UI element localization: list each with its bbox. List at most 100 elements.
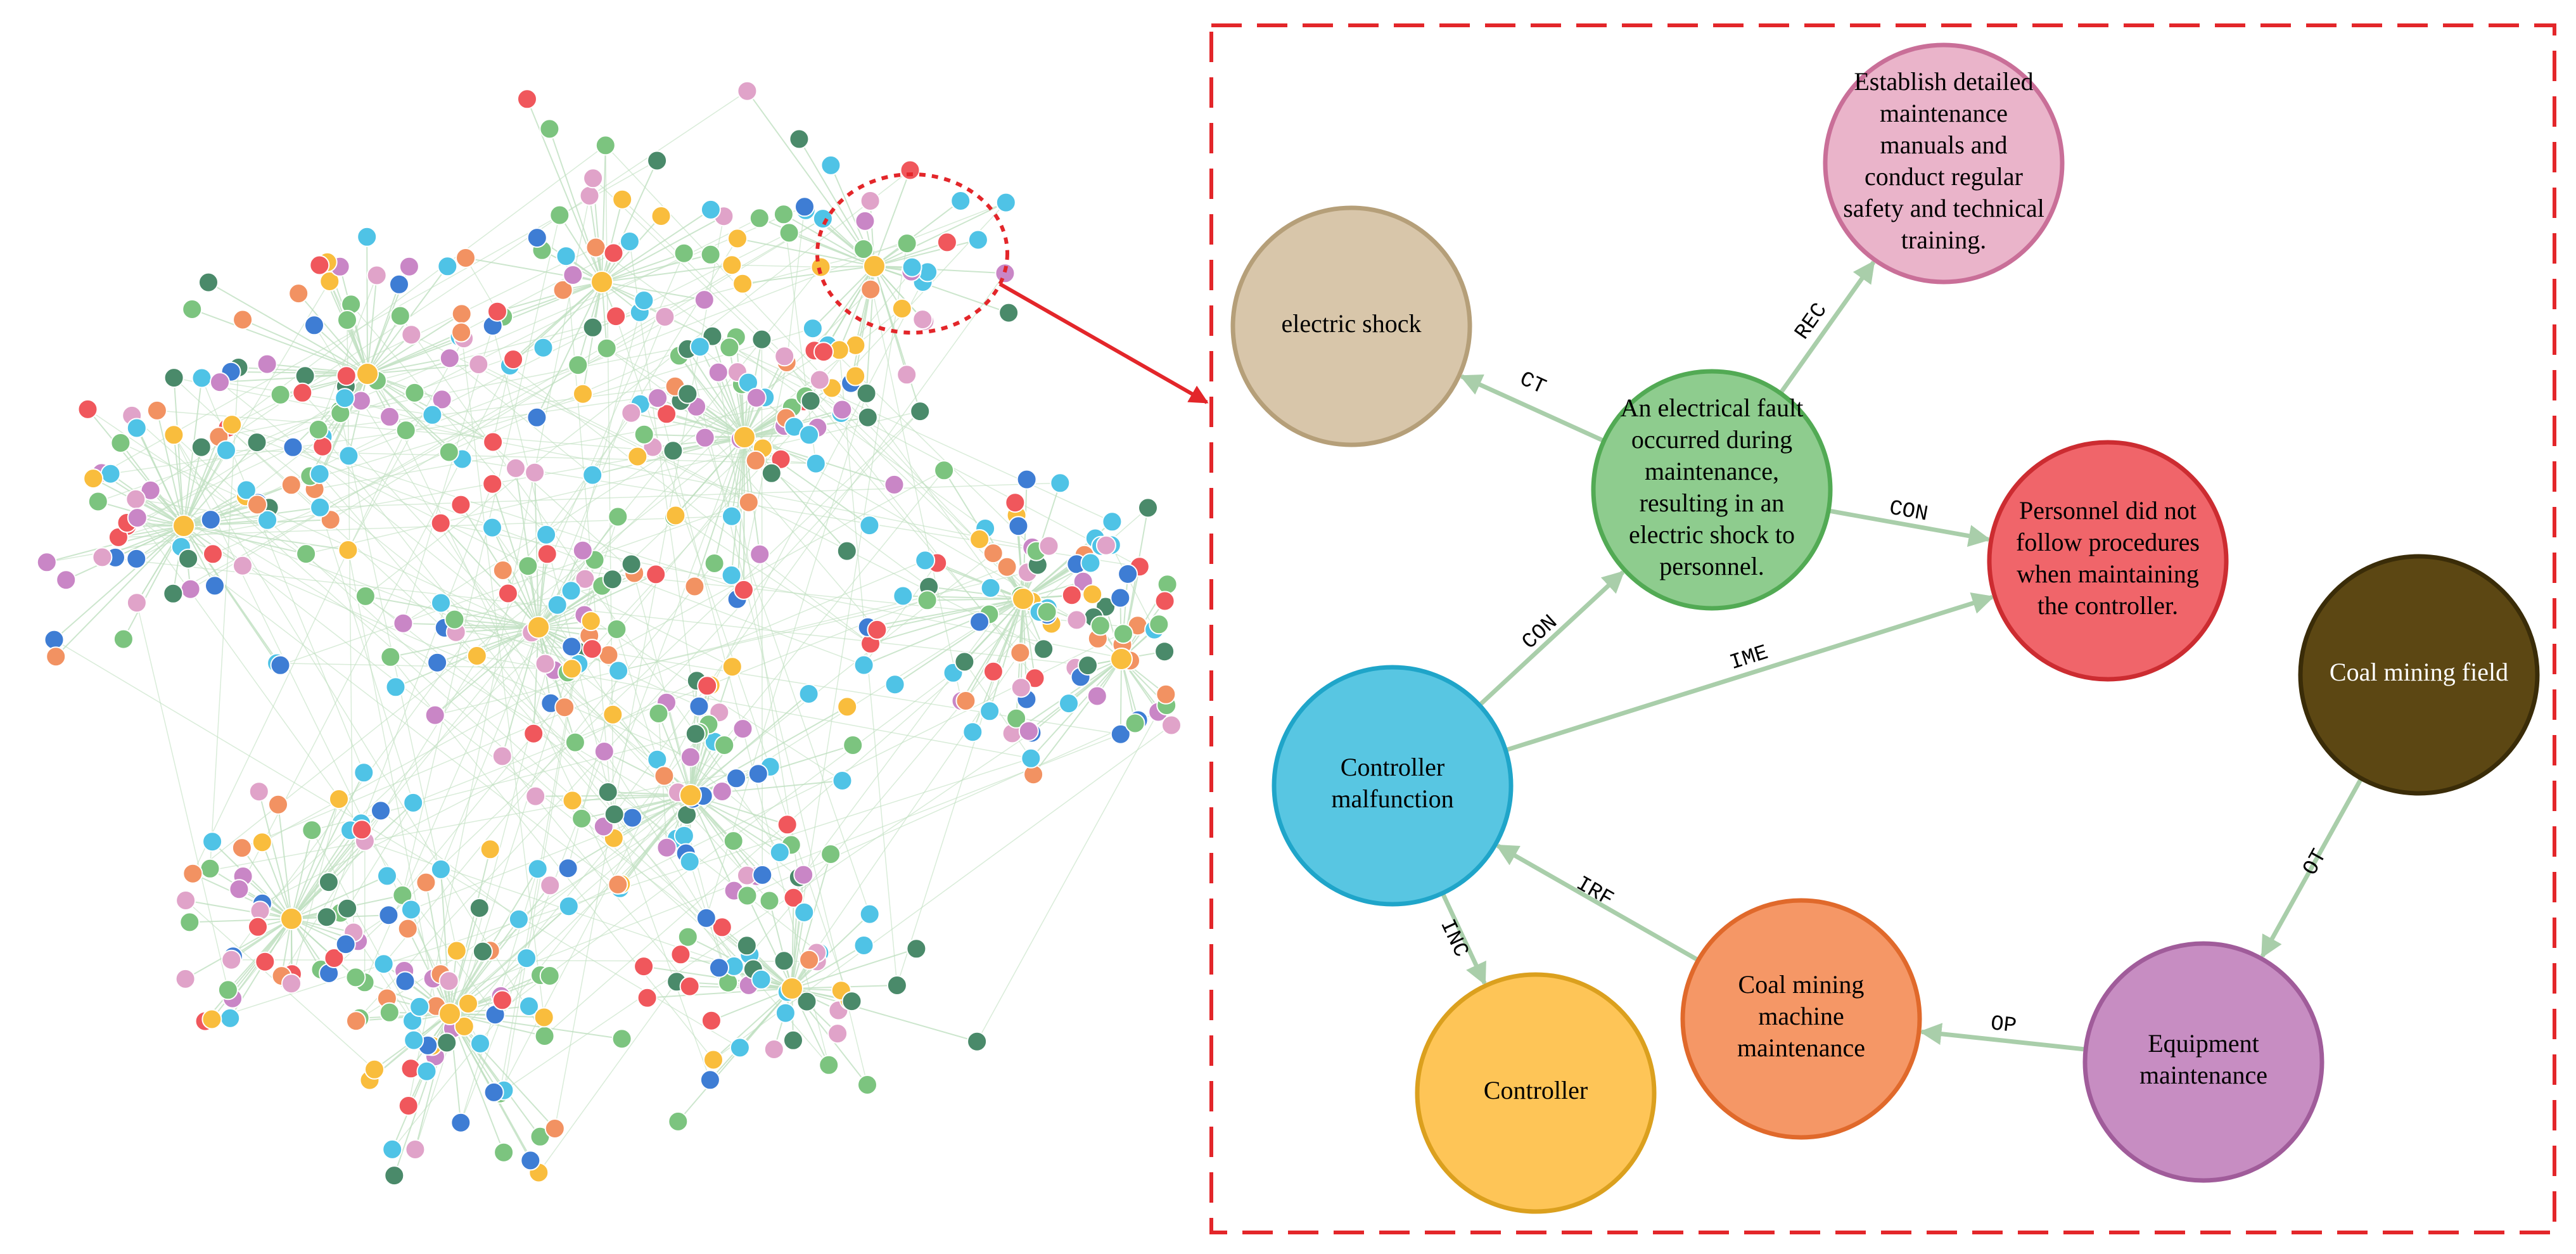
overview-node	[539, 966, 560, 986]
overview-node	[656, 837, 677, 858]
overview-nodes	[36, 80, 1182, 1186]
overview-node	[466, 646, 487, 666]
overview-edge	[791, 854, 832, 989]
overview-edge	[513, 281, 603, 360]
overview-node	[316, 907, 337, 928]
overview-edge	[204, 918, 292, 1022]
overview-node	[246, 432, 267, 453]
overview-edge	[601, 209, 711, 283]
overview-node	[585, 237, 606, 258]
overview-node	[310, 497, 331, 518]
overview-node	[603, 704, 623, 725]
overview-node	[308, 419, 329, 440]
overview-node	[726, 768, 747, 789]
edge-controller_malfunction-to-electrical_fault: CON	[1477, 570, 1625, 707]
overview-node	[255, 951, 276, 972]
overview-node	[820, 844, 841, 864]
overview-node	[1138, 497, 1158, 518]
overview-edge	[183, 442, 258, 527]
overview-node	[554, 697, 575, 718]
overview-node	[397, 918, 418, 939]
overview-node	[127, 508, 148, 528]
edge-electrical_fault-to-electric_shock: CT	[1459, 368, 1605, 443]
overview-node	[248, 781, 269, 802]
overview-node	[564, 732, 585, 753]
overview-edge	[449, 1013, 505, 1153]
overview-node	[1110, 724, 1131, 745]
overview-node	[1005, 492, 1026, 513]
overview-node	[46, 646, 67, 667]
overview-edge	[367, 284, 400, 374]
node-label-line: maintenance	[1880, 99, 2008, 127]
overview-node	[759, 890, 780, 911]
overview-edge	[791, 948, 917, 989]
overview-edge	[174, 377, 687, 854]
overview-node	[384, 1165, 405, 1186]
overview-node	[967, 229, 988, 250]
overview-node	[634, 290, 654, 311]
overview-node	[346, 1011, 366, 1032]
overview-node	[751, 969, 772, 990]
overview-node	[843, 735, 864, 755]
node-coal_mining_field[interactable]: Coal mining field	[2298, 554, 2540, 796]
overview-edge	[293, 447, 733, 667]
overview-node	[163, 368, 184, 388]
overview-node	[395, 420, 416, 441]
node-controller[interactable]: Controller	[1415, 972, 1657, 1214]
overview-node	[708, 362, 729, 383]
overview-node	[401, 324, 422, 345]
node-electric_shock[interactable]: electric shock	[1230, 205, 1472, 447]
overview-node	[813, 342, 834, 362]
overview-edge	[136, 428, 184, 527]
overview-node	[619, 231, 640, 252]
overview-edge	[497, 281, 603, 312]
overview-edge	[631, 412, 745, 438]
node-circle	[1823, 42, 2065, 285]
overview-edge	[791, 988, 978, 1042]
overview-node	[732, 273, 753, 294]
edge-electrical_fault-to-personnel_procedures: CON	[1828, 496, 1991, 547]
overview-edge	[786, 362, 1036, 679]
overview-node	[917, 590, 938, 611]
overview-node	[229, 879, 250, 900]
overview-edge	[791, 912, 805, 989]
overview-edge	[298, 293, 368, 374]
overview-edge	[440, 522, 539, 628]
overview-node	[1149, 614, 1170, 635]
overview-node	[573, 383, 593, 404]
overview-node	[1118, 563, 1138, 584]
overview-edge	[896, 595, 1022, 986]
node-label-line: Equipment	[2148, 1029, 2259, 1058]
edge-line	[1919, 1023, 2086, 1052]
overview-node	[519, 996, 539, 1016]
overview-node	[295, 366, 316, 387]
overview-node	[794, 902, 815, 923]
overview-edge	[687, 349, 868, 1085]
overview-node	[997, 556, 1017, 577]
overview-edge	[601, 281, 665, 317]
overview-node	[431, 592, 451, 613]
overview-node	[608, 874, 628, 895]
overview-edge	[183, 525, 348, 551]
overview-node	[845, 366, 866, 387]
overview-node	[810, 257, 831, 278]
overview-node	[492, 746, 513, 767]
overview-node	[611, 1028, 632, 1049]
overview-node	[906, 938, 927, 959]
overview-node	[506, 457, 526, 478]
overview-edge	[189, 918, 292, 923]
overview-node	[902, 257, 922, 278]
overview-node	[855, 210, 876, 231]
overview-node	[696, 907, 717, 928]
overview-edge	[501, 627, 539, 757]
overview-edge	[348, 373, 368, 456]
overview-edge	[713, 437, 745, 564]
overview-hub-node	[1012, 587, 1035, 610]
